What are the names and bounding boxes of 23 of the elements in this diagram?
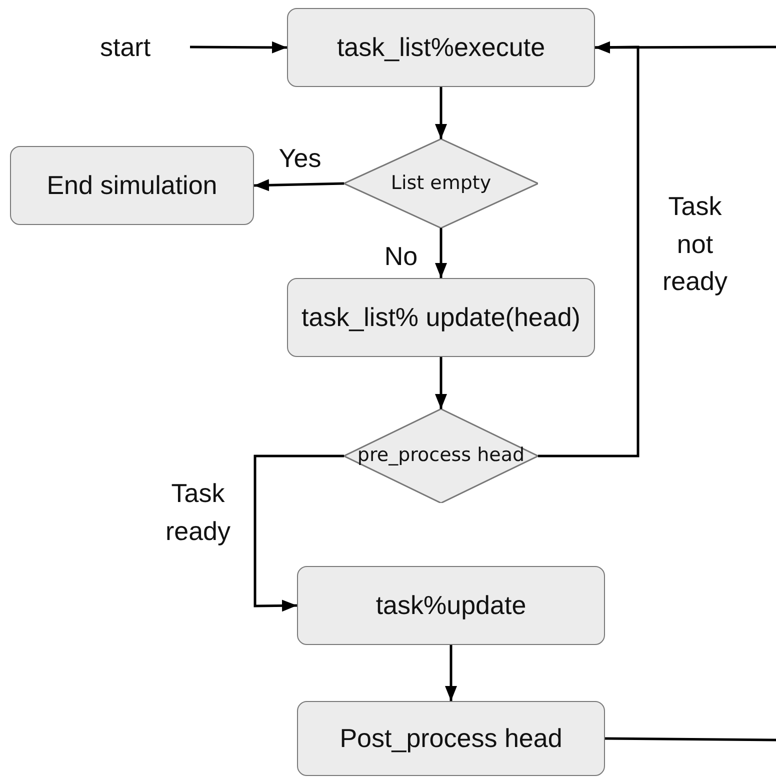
arrow: [254, 454, 344, 612]
arrow: [254, 179, 344, 192]
connector-line: [604, 737, 776, 742]
process-box: [10, 146, 254, 225]
decision-text: pre_process head: [357, 443, 525, 468]
arrow: [435, 228, 447, 278]
decision-text: List empty: [390, 170, 492, 196]
arrow: [190, 41, 287, 54]
arrow: [435, 357, 447, 409]
process-box: [287, 8, 595, 87]
arrow: [435, 87, 447, 139]
box-text: task_list% update(head): [302, 301, 580, 334]
start-label: start: [100, 28, 190, 66]
arrow: [538, 41, 640, 458]
process-box: [287, 278, 595, 357]
arrow: [445, 645, 457, 701]
box-text: task%update: [376, 589, 526, 622]
box-text: End simulation: [46, 169, 218, 202]
connector-line: [595, 41, 776, 54]
process-box: [297, 701, 605, 776]
box-text: task_list%execute: [336, 31, 546, 64]
box-text: Post_process head: [340, 722, 562, 756]
process-box: [297, 566, 605, 645]
